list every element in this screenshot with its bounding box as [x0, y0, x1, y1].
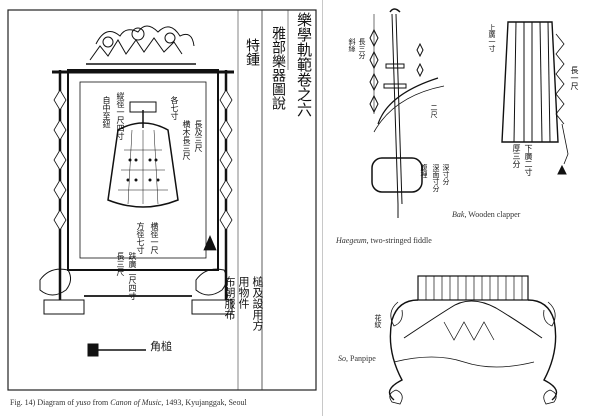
note-column-2: 自中至鈕 — [102, 96, 111, 128]
title-column-2: 雅部樂器圖說 — [270, 26, 286, 110]
bottom-column-1: 横徑一尺 — [150, 222, 159, 254]
title-column-1: 樂學軌範卷之六 — [295, 12, 313, 117]
corner-label: 角槌 — [150, 340, 172, 353]
bak-annot-d: 厚三分 — [512, 144, 521, 168]
figure-caption: Fig. 14) Diagram of yuso from Canon of M… — [10, 398, 247, 407]
haegeum-panel: 斜絲 長三分 二尺 腹裡 深面寸分 深寸分 Haegeum, two-strin… — [334, 4, 454, 250]
text-column-c: 布朝服布 — [223, 276, 236, 320]
haegeum-annot-d: 腹裡 — [420, 164, 428, 178]
panpipe-drawing — [388, 275, 558, 405]
haegeum-caption: Haegeum, two-stringed fiddle — [336, 236, 432, 245]
bak-annot-c: 下廣二寸 — [524, 144, 533, 176]
base-column-2: 長三尺 — [116, 252, 125, 276]
note-column-1: 縱徑一尺四寸 — [116, 92, 125, 140]
note-column-3: 各七寸 — [170, 96, 179, 120]
right-note-1: 横木長三尺 — [182, 120, 191, 160]
bottom-column-2: 方徑七寸 — [136, 222, 145, 254]
base-column-1: 趺廣二尺四寸 — [128, 252, 137, 300]
right-note-2: 長及三尺 — [194, 120, 203, 152]
mallet — [87, 343, 146, 357]
panpipe-panel: 花紋 So, Panpipe — [334, 262, 592, 412]
text-column-a: 槌及設用方 — [251, 276, 264, 331]
haegeum-annot-f: 深寸分 — [442, 164, 450, 185]
haegeum-annot-e: 深面寸分 — [432, 164, 440, 192]
side-tassels — [53, 89, 233, 251]
bak-panel: 上廣一寸 長一尺 下廣二寸 厚三分 Bak, Wooden clapper — [452, 4, 592, 234]
haegeum-drawing — [369, 8, 445, 218]
bak-drawing — [501, 21, 569, 175]
bak-caption: Bak, Wooden clapper — [452, 210, 521, 219]
haegeum-annot-a: 斜絲 — [348, 38, 356, 52]
haegeum-annot-c: 二尺 — [430, 104, 438, 118]
base-ornaments — [39, 268, 233, 315]
yuso-diagram — [7, 9, 317, 391]
panpipe-caption: So, Panpipe — [338, 354, 376, 363]
bak-annot-b: 長一尺 — [570, 66, 579, 90]
yuso-diagram-panel: 樂學軌範卷之六 雅部樂器圖說 特鍾 縱徑一尺四寸 自中至鈕 各七寸 横木長三尺 … — [7, 0, 323, 416]
bak-annot-a: 上廣一寸 — [488, 24, 496, 52]
bell — [107, 101, 179, 208]
text-column-b: 用物件 — [237, 276, 250, 309]
title-column-3: 特鍾 — [244, 38, 260, 66]
haegeum-annot-b: 長三分 — [358, 38, 366, 59]
panpipe-annot-a: 花紋 — [374, 314, 382, 328]
phoenix-crown — [86, 25, 196, 65]
